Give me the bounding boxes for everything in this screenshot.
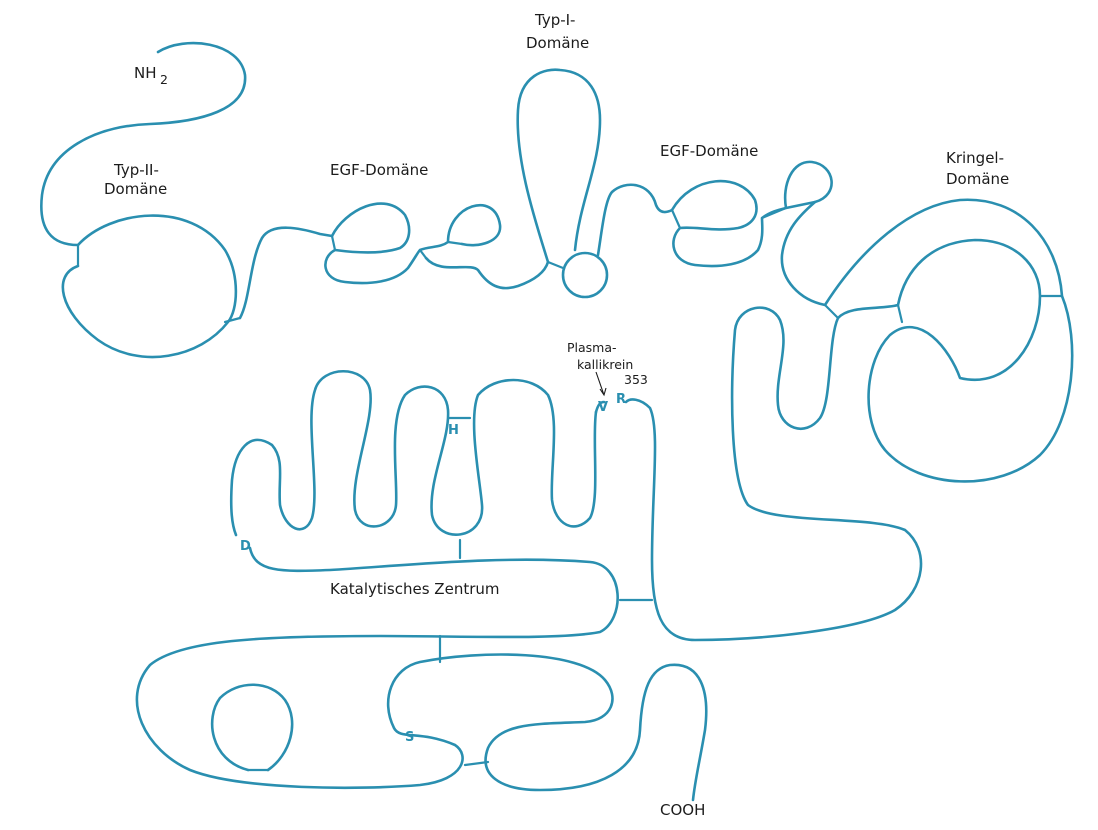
typ2-linker-bridge — [225, 318, 240, 322]
linker-typ1-egf2 — [598, 185, 672, 255]
catalytic-fingers — [231, 371, 596, 535]
kringel-bridge-a — [825, 305, 838, 318]
plasma-kallikrein-label-line1: Plasma- — [567, 340, 617, 355]
linker-egf1-typ1 — [426, 258, 548, 288]
kringel-outer-loop — [782, 200, 1072, 482]
plasma-kallikrein-label-line2: kallikrein — [577, 357, 633, 372]
egf2-bridge-a — [672, 210, 680, 228]
linker-typ2-egf1 — [240, 228, 332, 318]
nh2-subscript: 2 — [160, 72, 168, 87]
typ2-domain-loop — [63, 216, 236, 357]
nh2-terminus-label: NH — [134, 64, 157, 82]
typ2-domain-label-line1: Typ-II- — [113, 161, 159, 179]
typ1-domain-loop — [518, 70, 600, 262]
egf1-bridge-a — [332, 236, 335, 250]
egf1-domain-loops — [325, 204, 500, 284]
typ1-domain-label-line1: Typ-I- — [534, 11, 575, 29]
typ2-domain-label-line2: Domäne — [104, 180, 167, 198]
kringel-bridge-c — [898, 305, 902, 322]
kringel-domain-label-line1: Kringel- — [946, 149, 1004, 167]
cleavage-arrow-icon — [596, 372, 606, 395]
residue-v: V — [598, 400, 608, 415]
residue-h: H — [448, 423, 459, 438]
catalytic-left-ring — [212, 685, 292, 770]
residue-r: R — [616, 392, 626, 407]
egf2-domain-label: EGF-Domäne — [660, 142, 758, 160]
egf2-domain-loops — [672, 162, 832, 266]
residue-s: S — [405, 730, 414, 745]
egf1-domain-label: EGF-Domäne — [330, 161, 428, 179]
cooh-terminus-label: COOH — [660, 801, 705, 819]
residue-d: D — [240, 539, 251, 554]
typ1-bridge — [548, 262, 563, 268]
kringel-domain-label-line2: Domäne — [946, 170, 1009, 188]
egf1-bridge-c — [448, 242, 462, 244]
egf1-bridge-b — [420, 250, 426, 258]
typ1-small-ring — [563, 253, 607, 297]
catalytic-center-label: Katalytisches Zentrum — [330, 580, 500, 598]
egf2-bridge-b — [762, 208, 786, 218]
typ1-domain-label-line2: Domäne — [526, 34, 589, 52]
residue-position-label: 353 — [624, 372, 648, 387]
